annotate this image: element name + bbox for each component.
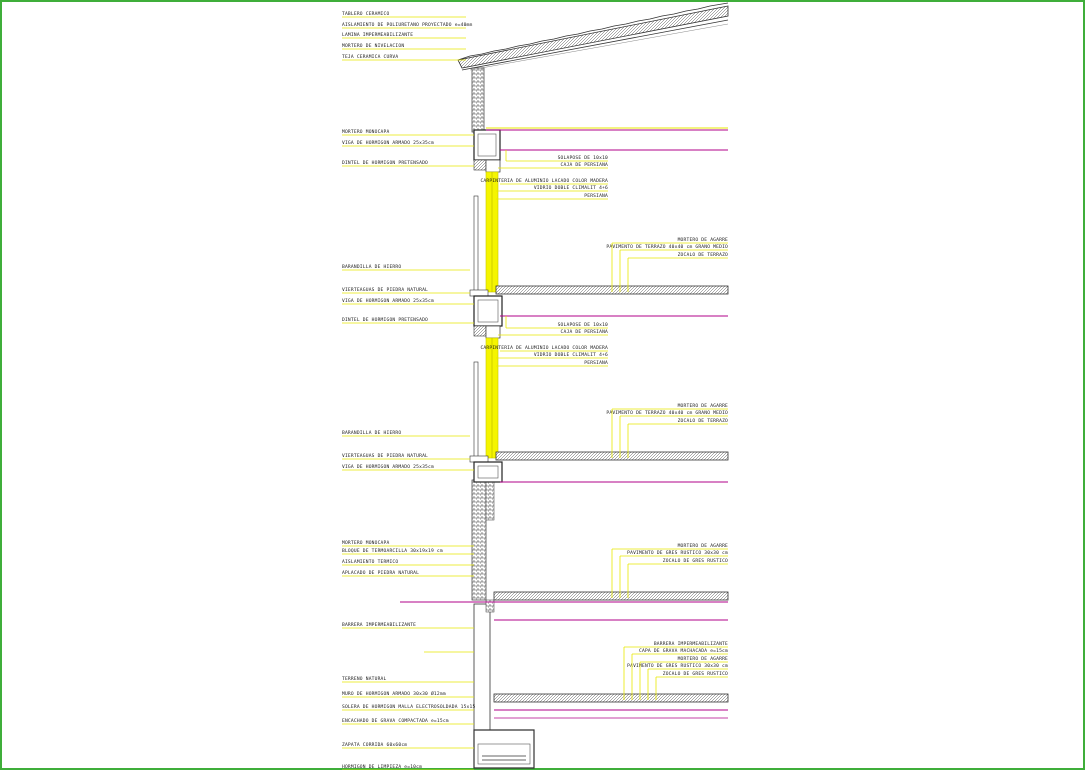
- right-label: PERSIANA: [584, 360, 608, 366]
- left-label: VIGA DE HORMIGON ARMADO 25x35cm: [342, 140, 434, 146]
- left-label: MORTERO DE NIVELACION: [342, 43, 404, 49]
- left-label: VIGA DE HORMIGON ARMADO 25x35cm: [342, 464, 434, 470]
- left-label: BARANDILLA DE HIERRO: [342, 264, 401, 270]
- left-label: DINTEL DE HORMIGON PRETENSADO: [342, 160, 428, 166]
- right-label: ZOCALO DE TERRAZO: [678, 418, 728, 424]
- right-label: CAJA DE PERSIANA: [561, 162, 608, 168]
- roof-slab-line: [461, 19, 729, 71]
- roof-tiles: [457, 5, 729, 69]
- upper-beam-window: [469, 129, 503, 483]
- roof: [457, 2, 729, 71]
- right-label: MORTERO DE AGARRE: [678, 403, 728, 409]
- right-label: CARPINTERIA DE ALUMINIO LACADO COLOR MAD…: [480, 178, 608, 184]
- right-label: BARRERA IMPERMEABILIZANTE: [654, 641, 728, 647]
- wall-between-floors-2: [473, 361, 479, 459]
- left-label: TABLERO CERAMICO: [342, 11, 389, 17]
- right-label: PAVIMENTO DE TERRAZO 40x40 cm GRANO MEDI…: [606, 410, 728, 416]
- left-label: AISLAMIENTO TERMICO: [342, 559, 398, 565]
- left-label: HORMIGON DE LIMPIEZA e=10cm: [342, 764, 422, 770]
- lintel-1: [473, 159, 487, 171]
- right-label: SOLAPOSE DE 10x10: [558, 322, 608, 328]
- right-label: VIDRIO DOBLE CLIMALIT 4+6: [534, 185, 608, 191]
- left-label: MORTERO MONOCAPA: [342, 540, 389, 546]
- right-label: CARPINTERIA DE ALUMINIO LACADO COLOR MAD…: [480, 345, 608, 351]
- left-label: LAMINA IMPERMEABILIZANTE: [342, 32, 413, 38]
- right-label: PAVIMENTO DE GRES RUSTICO 30x30 cm: [627, 663, 728, 669]
- left-label: APLACADO DE PIEDRA NATURAL: [342, 570, 419, 576]
- right-label: ZOCALO DE TERRAZO: [678, 252, 728, 258]
- shutter-box-2: [485, 325, 501, 339]
- left-label: ZAPATA CORRIDA 60x60cm: [342, 742, 407, 748]
- right-label: ZOCALO DE GRES RUSTICO: [663, 558, 728, 564]
- left-label: AISLAMIENTO DE POLIURETANO PROYECTADO e=…: [342, 22, 473, 28]
- right-label: MORTERO DE AGARRE: [678, 237, 728, 243]
- left-label: BARRERA IMPERMEABILIZANTE: [342, 622, 416, 628]
- roof-tile-curves: [457, 2, 729, 61]
- left-label: BARANDILLA DE HIERRO: [342, 430, 401, 436]
- shutter-box-1: [485, 159, 501, 173]
- wall-between-floors-1: [473, 195, 479, 293]
- right-label: MORTERO DE AGARRE: [678, 543, 728, 549]
- left-label: VIERTEAGUAS DE PIEDRA NATURAL: [342, 287, 428, 293]
- left-label: TEJA CERAMICA CURVA: [342, 54, 398, 60]
- lintel-2: [473, 325, 487, 337]
- left-label: MURO DE HORMIGON ARMADO 30x30 Ø12mm: [342, 690, 446, 697]
- right-label: CAJA DE PERSIANA: [561, 329, 608, 335]
- sill-2: [469, 455, 489, 463]
- right-label: PAVIMENTO DE GRES RUSTICO 30x30 cm: [627, 550, 728, 556]
- upper-wall-block: [471, 67, 485, 133]
- left-labels: TABLERO CERAMICO AISLAMIENTO DE POLIURETA…: [342, 11, 475, 770]
- right-label: ZOCALO DE GRES RUSTICO: [663, 671, 728, 677]
- right-label: PERSIANA: [584, 193, 608, 199]
- right-label: VIDRIO DOBLE CLIMALIT 4+6: [534, 352, 608, 358]
- sill-1: [469, 289, 489, 297]
- left-label: MORTERO MONOCAPA: [342, 129, 389, 135]
- left-label: ENCACHADO DE GRAVA COMPACTADA e=15cm: [342, 718, 449, 724]
- left-leader-lines: [342, 16, 474, 770]
- foundation: [473, 729, 535, 769]
- left-label: DINTEL DE HORMIGON PRETENSADO: [342, 317, 428, 323]
- right-label: PAVIMENTO DE TERRAZO 40x40 cm GRANO MEDI…: [606, 244, 728, 250]
- right-label: MORTERO DE AGARRE: [678, 656, 728, 662]
- slab-3: [493, 591, 729, 601]
- left-label: VIGA DE HORMIGON ARMADO 25x35cm: [342, 298, 434, 304]
- right-label: CAPA DE GRAVA MACHACADA e=15cm: [639, 648, 728, 654]
- left-label: BLOQUE DE TERMOARCILLA 30x19x19 cm: [342, 548, 443, 554]
- left-label: VIERTEAGUAS DE PIEDRA NATURAL: [342, 453, 428, 459]
- right-label: SOLAPOSE DE 10x10: [558, 155, 608, 161]
- left-label: TERRENO NATURAL: [342, 676, 387, 682]
- left-label: SOLERA DE HORMIGON MALLA ELECTROSOLDADA …: [342, 704, 475, 710]
- lower-wall-block: [471, 479, 487, 601]
- ground-slab: [493, 693, 729, 703]
